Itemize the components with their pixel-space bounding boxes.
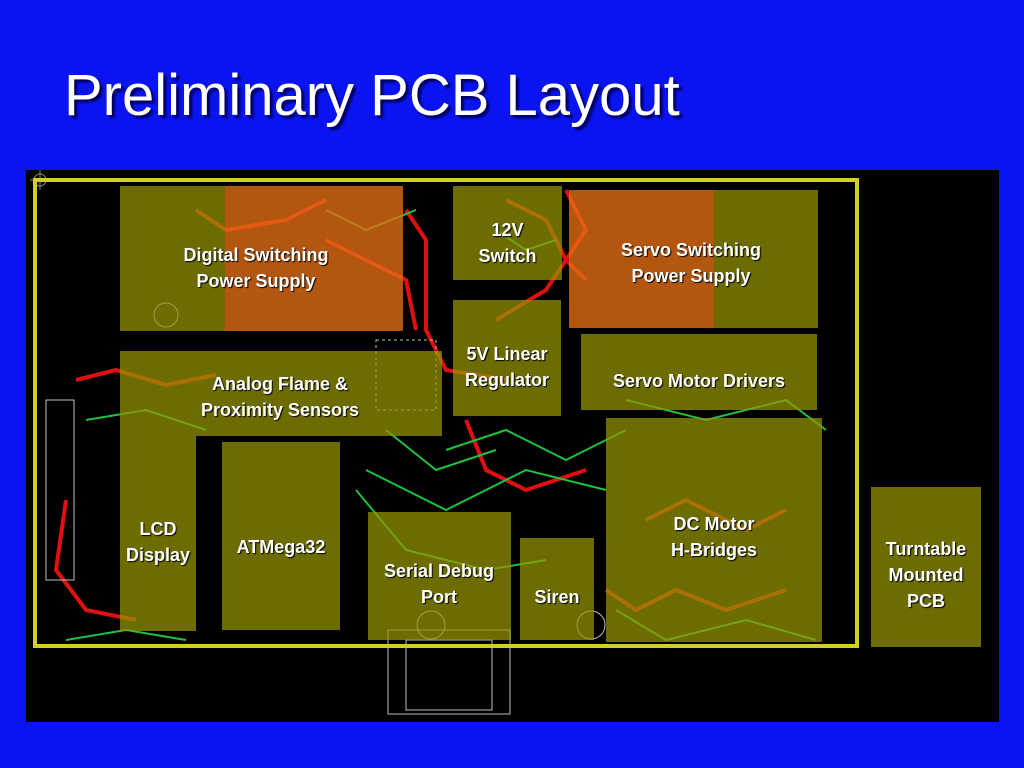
region-digital-psu-left — [120, 186, 225, 331]
region-atmega — [222, 442, 340, 630]
region-5v-regulator — [453, 300, 561, 416]
label-servo-drivers: Servo Motor Drivers — [612, 371, 786, 391]
label-12v-switch: 12V Switch — [478, 220, 537, 266]
board-outline — [33, 178, 859, 648]
label-dc-motor: DC Motor H-Bridges — [670, 514, 757, 560]
region-lcd — [120, 436, 196, 631]
region-servo-psu-right — [714, 190, 818, 328]
label-turntable: Turntable Mounted PCB — [885, 539, 967, 611]
region-turntable — [871, 487, 981, 647]
label-lcd: LCD Display — [125, 519, 191, 565]
pcb-layout-image: Digital Switching Power Supply 12V Switc… — [26, 170, 999, 722]
region-siren — [520, 538, 594, 640]
label-serial-debug: Serial Debug Port — [383, 561, 495, 607]
region-servo-drivers — [581, 334, 817, 410]
label-servo-switching: Servo Switching Power Supply — [620, 240, 762, 286]
region-12v-switch — [453, 186, 562, 280]
region-analog-sensors — [120, 351, 442, 436]
region-serial-debug — [368, 512, 511, 640]
label-digital-switching: Digital Switching Power Supply — [183, 245, 329, 291]
region-servo-psu-left — [569, 190, 714, 328]
region-digital-psu-right — [225, 186, 403, 331]
label-analog-sensors: Analog Flame & Proximity Sensors — [200, 374, 360, 420]
label-atmega: ATMega32 — [236, 537, 326, 557]
label-5v-regulator: 5V Linear Regulator — [464, 344, 549, 390]
region-dc-motor — [606, 418, 822, 642]
label-siren: Siren — [534, 587, 580, 607]
slide-title: Preliminary PCB Layout — [64, 63, 680, 128]
